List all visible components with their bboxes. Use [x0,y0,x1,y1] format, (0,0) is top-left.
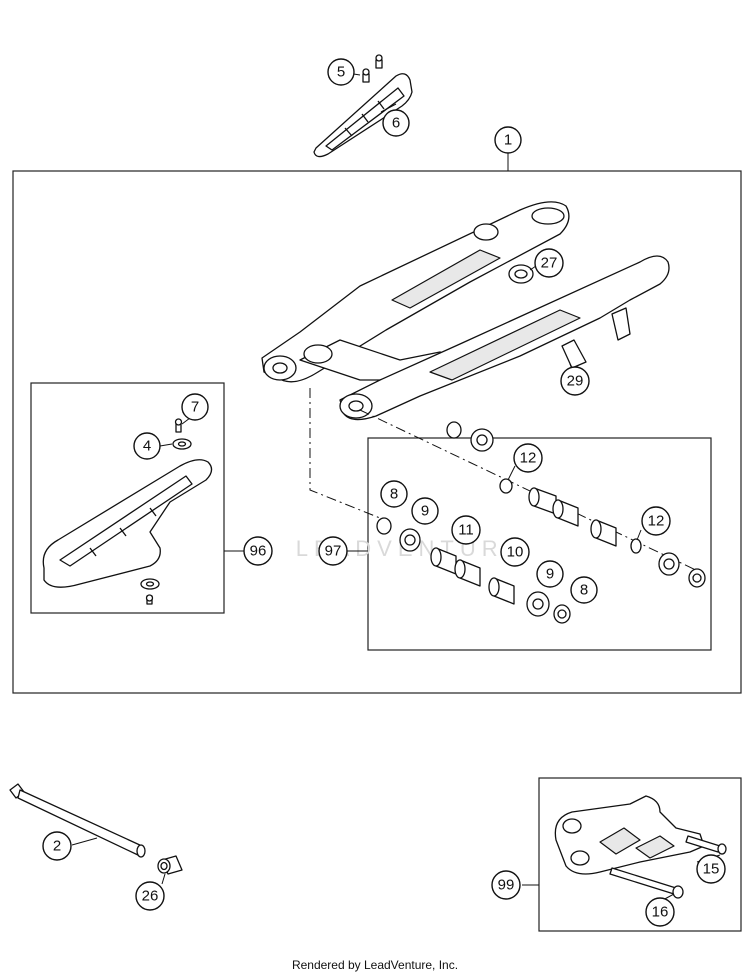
callout-1: 1 [494,126,522,154]
svg-text:26: 26 [142,888,159,905]
lower-chain-slider [42,459,213,588]
svg-text:1: 1 [504,132,512,149]
svg-text:8: 8 [390,486,398,503]
callout-27: 27 [534,248,564,278]
callout-15: 15 [696,854,726,884]
svg-text:9: 9 [421,503,429,520]
svg-text:16: 16 [652,904,669,921]
callout-8-left: 8 [380,480,408,508]
svg-text:15: 15 [703,861,720,878]
slider-screw-7 [174,418,183,433]
callout-29: 29 [560,366,590,396]
svg-text:99: 99 [498,877,515,894]
axis-line-left [309,388,381,519]
swingarm-assembly-frame [12,170,742,694]
callout-10: 10 [500,537,530,567]
footer-credit: Rendered by LeadVenture, Inc. [291,958,459,972]
axle-bushing-26 [157,855,183,875]
svg-text:8: 8 [580,582,588,599]
bearing-kit-frame [367,437,712,651]
callout-4: 4 [133,432,161,460]
svg-text:10: 10 [507,544,524,561]
callout-97: 97 [318,536,348,566]
slider-washer-4 [172,438,192,450]
callout-6: 6 [382,109,410,137]
callout-5: 5 [327,58,355,86]
chain-guide-kit-frame [538,777,742,932]
upper-chain-slider [313,73,413,158]
svg-text:5: 5 [337,64,345,81]
swingarm [261,201,670,421]
slider-screws [362,54,383,83]
callout-12-upper: 12 [513,443,543,473]
bearing-row-upper [446,421,706,588]
svg-text:7: 7 [191,399,199,416]
slider-bottom-washer [140,578,160,590]
chain-guide-screw-16 [609,867,684,899]
callout-16: 16 [645,897,675,927]
svg-text:4: 4 [143,438,151,455]
svg-text:12: 12 [648,513,665,530]
svg-text:96: 96 [250,543,267,560]
swingarm-axle [9,783,146,858]
svg-text:6: 6 [392,115,400,132]
callout-7: 7 [181,393,209,421]
svg-text:97: 97 [325,543,342,560]
callout-12-lower: 12 [641,506,671,536]
svg-text:29: 29 [567,373,584,390]
callout-96: 96 [243,536,273,566]
chain-guide-screw-15 [685,835,727,855]
svg-text:2: 2 [53,838,61,855]
bushing-27 [508,264,534,284]
callout-26: 26 [135,881,165,911]
callout-9-right: 9 [536,560,564,588]
svg-text:11: 11 [458,522,474,539]
chain-guide [554,795,705,875]
callout-2: 2 [42,831,72,861]
callout-11: 11 [451,515,481,545]
svg-text:9: 9 [546,566,554,583]
callout-9-left: 9 [411,497,439,525]
chain-slider-kit-frame [30,382,225,614]
callout-8-right: 8 [570,576,598,604]
callout-99: 99 [491,870,521,900]
svg-text:27: 27 [541,255,558,272]
slider-bottom-screw [145,594,154,605]
svg-text:12: 12 [520,450,537,467]
bearing-row-lower [376,517,571,624]
